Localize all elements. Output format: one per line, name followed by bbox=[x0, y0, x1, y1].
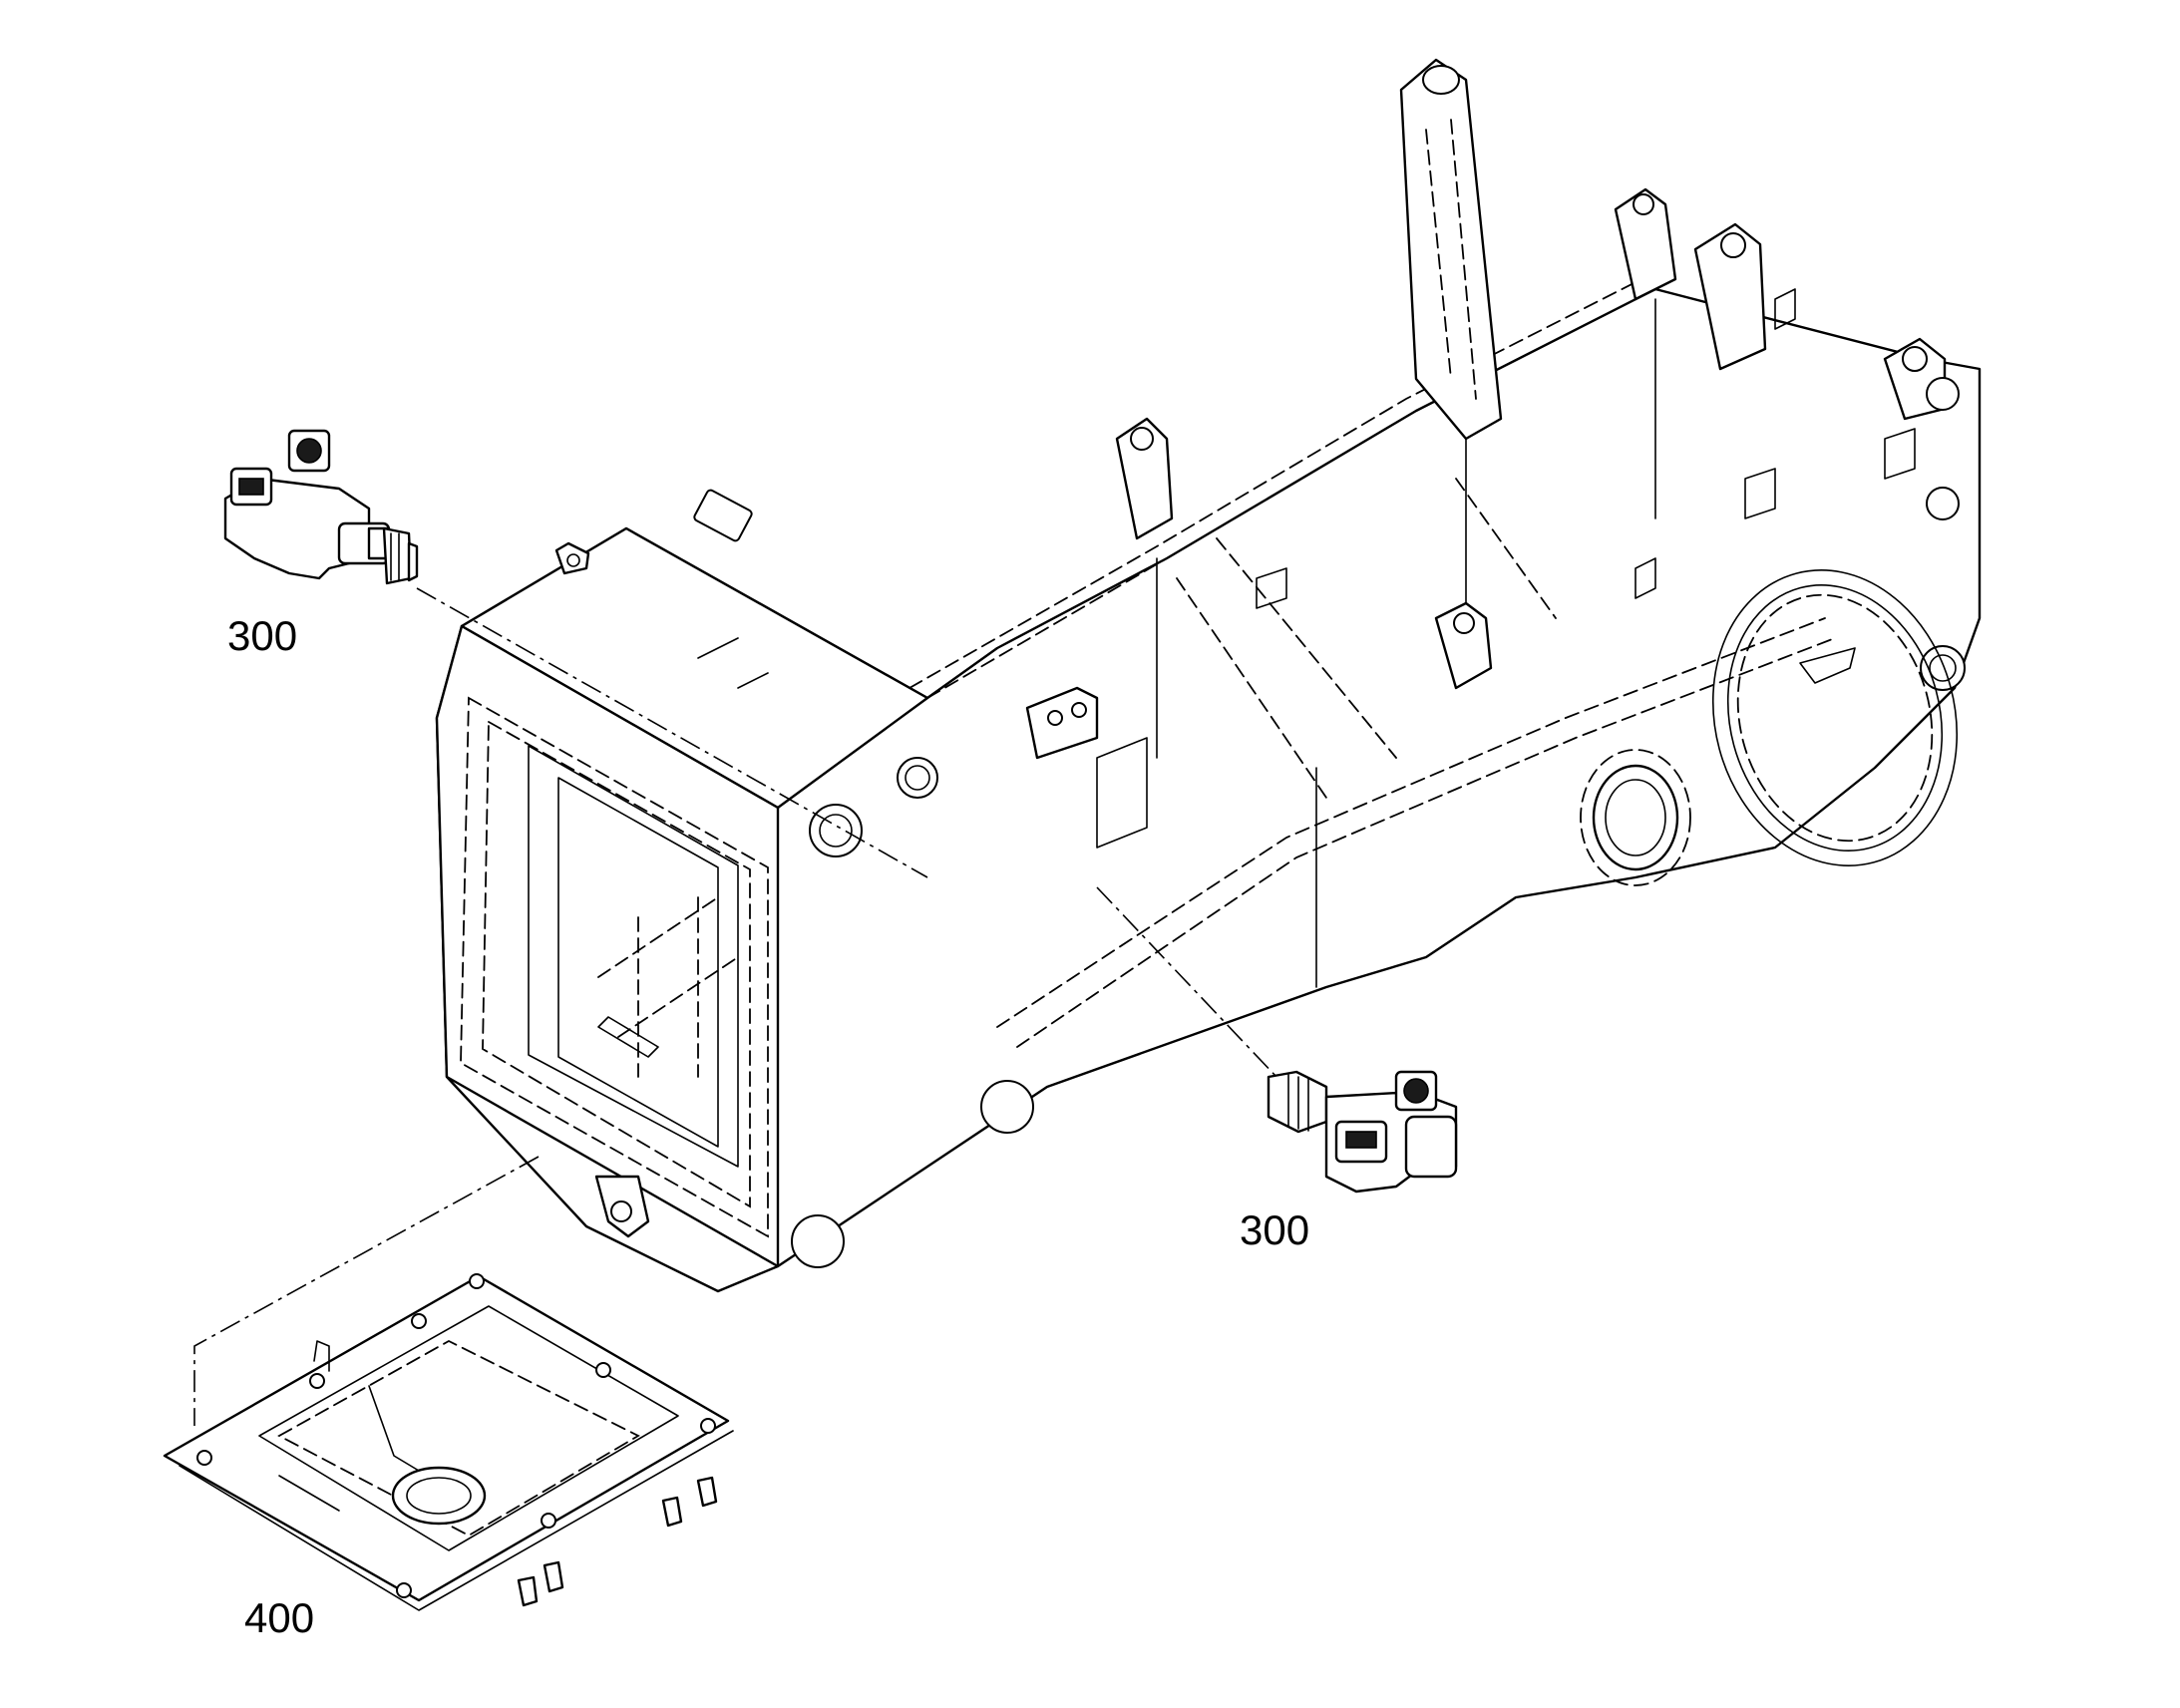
main-frame bbox=[435, 58, 1982, 1293]
front-box bbox=[435, 489, 1034, 1268]
callout-300-left: 300 bbox=[227, 612, 297, 659]
left-pin-assembly bbox=[223, 429, 928, 878]
rear-lugs bbox=[1115, 187, 1966, 691]
mid-beams bbox=[908, 276, 1836, 1048]
upright-arm bbox=[1399, 58, 1503, 441]
callout-labels: 300 300 400 bbox=[227, 612, 1309, 1641]
slewing-ring bbox=[1580, 569, 1959, 886]
callout-400: 400 bbox=[244, 1594, 314, 1641]
bottom-guard-plate bbox=[163, 1156, 734, 1611]
right-pin-assembly bbox=[1096, 886, 1458, 1194]
callout-300-right: 300 bbox=[1240, 1206, 1309, 1253]
